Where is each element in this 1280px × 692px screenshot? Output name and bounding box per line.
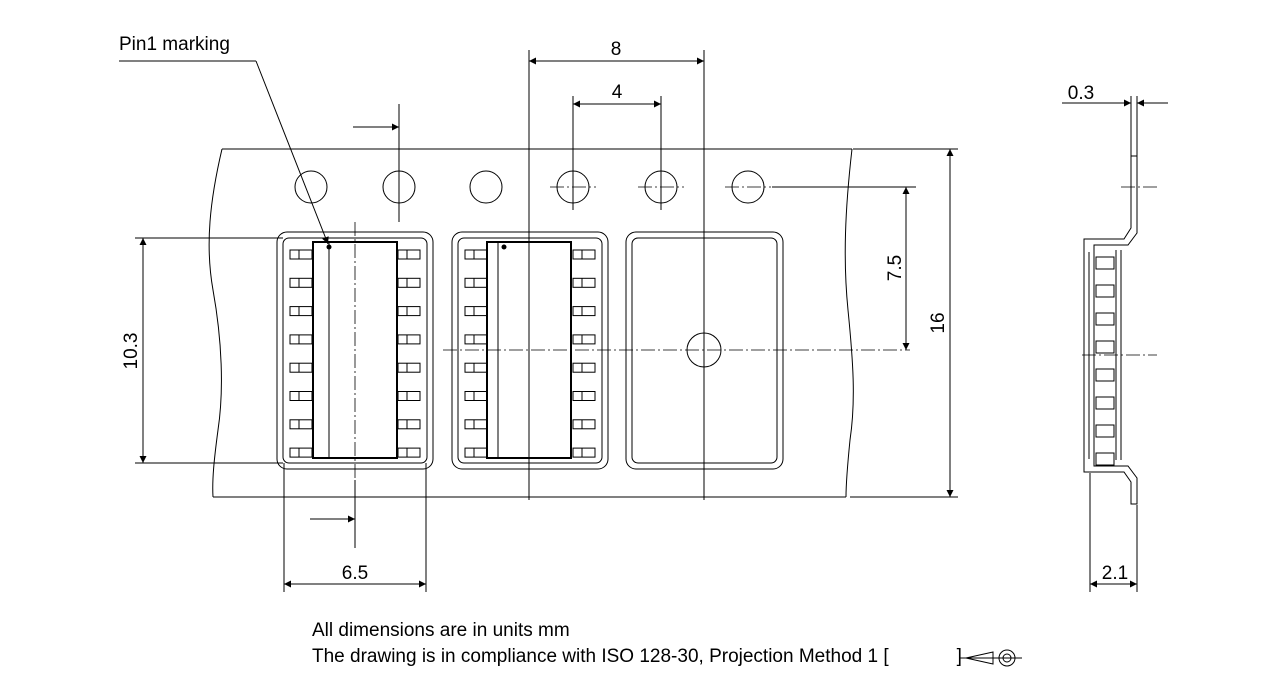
ic-lead	[289, 249, 313, 260]
ic-lead	[397, 447, 421, 458]
dimension-2-1: 2.1	[1089, 473, 1138, 592]
dimension-7-5: 7.5	[772, 186, 916, 350]
ic-lead	[397, 306, 421, 317]
dimension-10-3: 10.3	[121, 237, 283, 464]
ic-lead	[397, 334, 421, 345]
ic-lead	[289, 391, 313, 401]
carrier-tape	[208, 148, 854, 498]
pocket-2	[451, 231, 609, 470]
side-lead	[1095, 284, 1115, 298]
standard-note: The drawing is in compliance with ISO 12…	[312, 646, 962, 668]
pin1-marking-callout: Pin1 marking	[119, 34, 329, 245]
dimension-4: 4	[572, 82, 662, 210]
side-lead	[1095, 368, 1115, 382]
reference-line	[310, 104, 400, 548]
ic-lead	[572, 277, 596, 288]
dimension-label: 16	[928, 312, 949, 333]
side-lead	[1095, 424, 1115, 438]
dimension-6-5: 6.5	[283, 463, 427, 592]
side-lead	[1095, 340, 1115, 354]
ic-lead	[397, 362, 421, 373]
ic-lead	[572, 306, 596, 317]
ic-lead	[397, 391, 421, 401]
ic-lead	[464, 362, 488, 373]
ic-lead	[464, 334, 488, 345]
dimension-label: 0.3	[1068, 83, 1094, 104]
ic-lead	[464, 391, 488, 401]
pin1-marking-label: Pin1 marking	[119, 34, 230, 55]
dimension-label: 2.1	[1102, 563, 1128, 584]
ic-lead	[289, 419, 313, 430]
dimension-label: 4	[612, 82, 623, 103]
ic-lead	[397, 419, 421, 430]
projection-method-icon	[960, 649, 1022, 667]
units-note: All dimensions are in units mm	[312, 620, 570, 641]
side-lead	[1095, 256, 1115, 270]
dimension-0-3: 0.3	[1062, 83, 1168, 156]
ic-lead	[464, 249, 488, 260]
ic-lead	[289, 277, 313, 288]
ic-lead	[289, 334, 313, 345]
ic-lead	[397, 249, 421, 260]
ic-lead	[572, 447, 596, 458]
ic-lead	[572, 249, 596, 260]
dimension-8: 8	[528, 39, 705, 500]
ic-lead	[572, 419, 596, 430]
ic-lead	[289, 447, 313, 458]
ic-lead	[464, 306, 488, 317]
ic-lead	[289, 306, 313, 317]
dimension-label: 6.5	[342, 563, 368, 584]
sprocket-holes	[294, 170, 771, 204]
ic-lead	[572, 391, 596, 401]
dimension-label: 8	[611, 39, 622, 60]
pin1-dot	[501, 244, 507, 250]
ic-lead	[572, 334, 596, 345]
dimension-label: 7.5	[885, 255, 906, 281]
standard-note-text: The drawing is in compliance with ISO 12…	[312, 646, 889, 667]
dimension-16: 16	[850, 148, 958, 498]
side-lead	[1095, 312, 1115, 326]
pin1-dot	[326, 244, 332, 250]
side-lead	[1095, 452, 1115, 466]
ic-lead	[289, 362, 313, 373]
ic-lead	[397, 277, 421, 288]
standard-note-end: ]	[956, 646, 962, 667]
ic-lead	[464, 419, 488, 430]
ic-lead	[572, 362, 596, 373]
ic-lead	[464, 277, 488, 288]
dimension-label: 10.3	[121, 333, 142, 370]
ic-lead	[464, 447, 488, 458]
side-lead	[1095, 396, 1115, 410]
side-view	[1082, 155, 1157, 505]
